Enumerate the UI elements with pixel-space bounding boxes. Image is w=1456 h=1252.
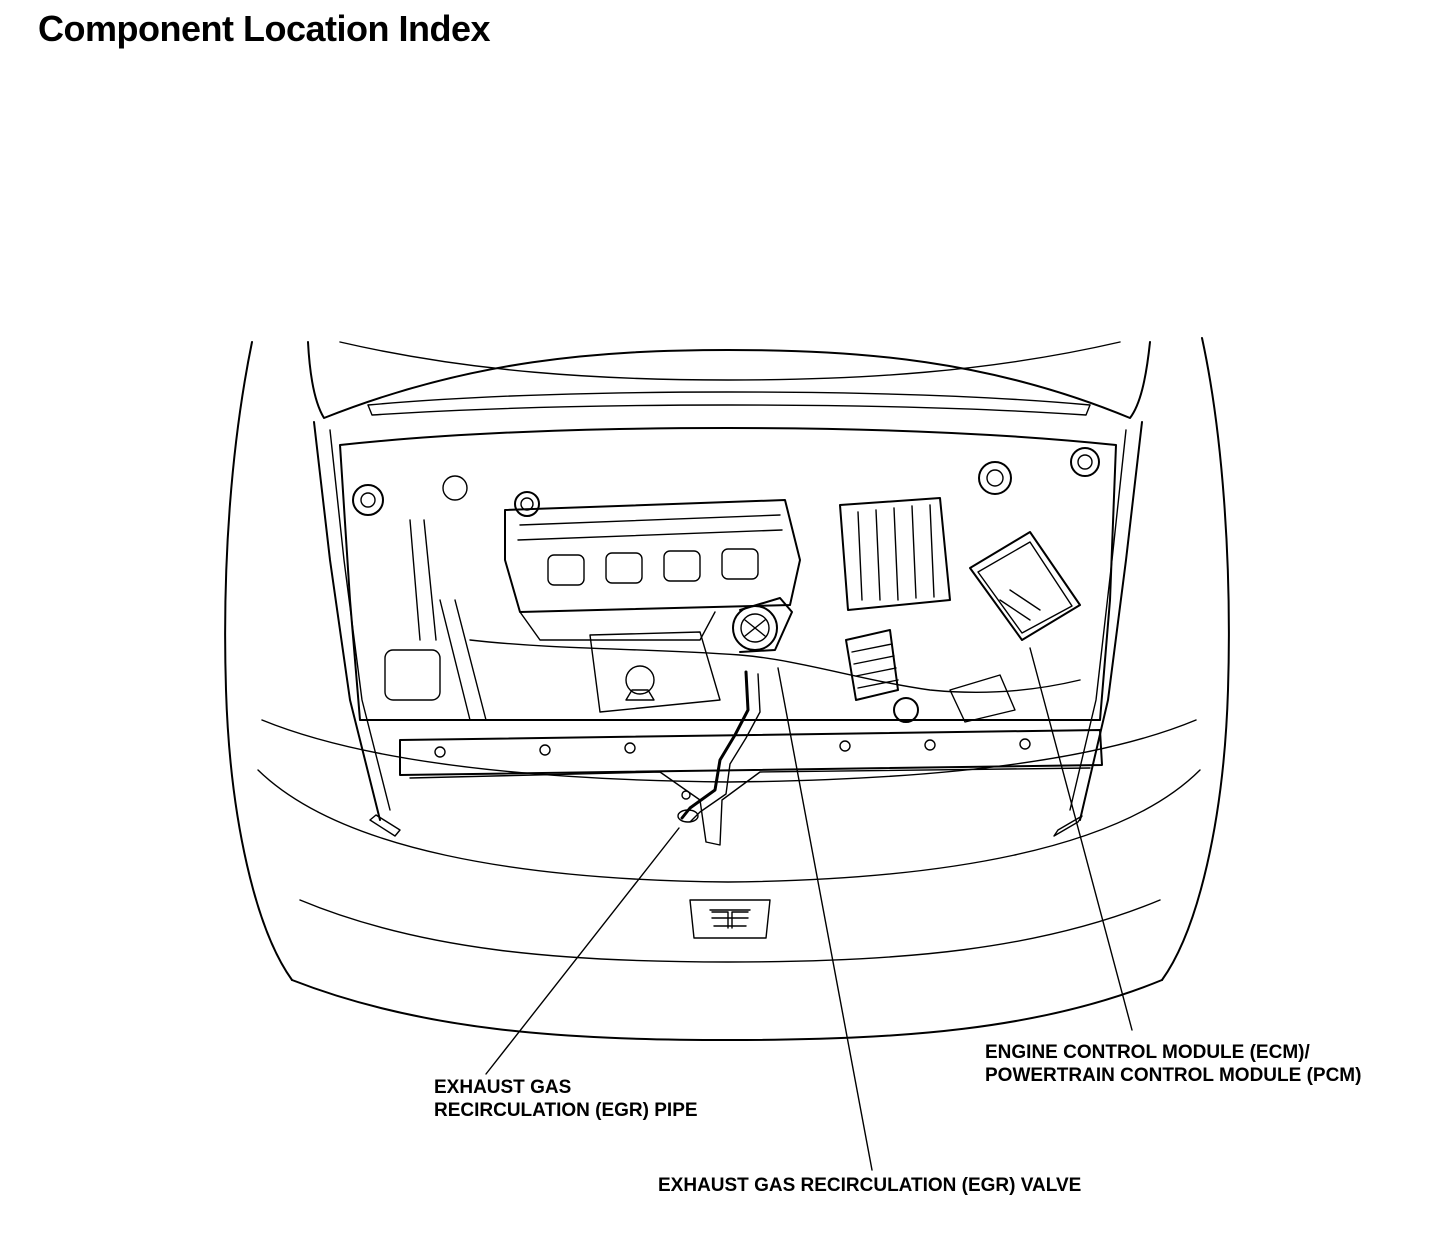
callout-egr-pipe: EXHAUST GAS RECIRCULATION (EGR) PIPE	[434, 1076, 698, 1122]
ecm-pcm-leader	[1029, 647, 1133, 1031]
honda-emblem	[711, 911, 749, 929]
wiring-harness	[469, 639, 1081, 694]
callout-egr-pipe-line1: EXHAUST GAS	[434, 1077, 572, 1098]
right-side-components	[893, 674, 1016, 723]
callout-egr-pipe-line2: RECIRCULATION (EGR) PIPE	[434, 1100, 698, 1121]
egr-valve-leader	[777, 667, 873, 1171]
egr-pipe	[677, 670, 761, 823]
page-title: Component Location Index	[38, 8, 491, 49]
front-grille	[689, 899, 771, 939]
fender-rails	[313, 421, 1143, 821]
headlight-right	[1053, 815, 1083, 837]
callout-egr-valve: EXHAUST GAS RECIRCULATION (EGR) VALVE	[658, 1174, 1081, 1197]
ecm-pcm-module	[969, 531, 1081, 641]
intake-duct	[845, 629, 899, 701]
egr-valve	[732, 597, 793, 653]
callout-ecm-pcm-line1: ENGINE CONTROL MODULE (ECM)/	[985, 1042, 1310, 1063]
air-cleaner-box	[839, 497, 951, 611]
left-side-components	[352, 475, 487, 721]
engine-lower-block	[589, 631, 721, 713]
hood-outline	[307, 341, 1151, 419]
coolant-reservoir	[1070, 447, 1100, 477]
battery	[978, 461, 1012, 495]
egr-pipe-leader	[485, 827, 680, 1075]
callout-ecm-pcm-line2: POWERTRAIN CONTROL MODULE (PCM)	[985, 1065, 1362, 1086]
radiator-support	[399, 729, 1103, 846]
cylinder-head-cover	[504, 499, 801, 641]
engine-bay-perimeter	[339, 427, 1117, 721]
oil-filler-cap	[514, 491, 540, 517]
callout-ecm-pcm: ENGINE CONTROL MODULE (ECM)/ POWERTRAIN …	[985, 1041, 1361, 1087]
car-body-outline	[224, 337, 1230, 1041]
headlight-left	[369, 814, 401, 837]
callout-egr-valve-line1: EXHAUST GAS RECIRCULATION (EGR) VALVE	[658, 1175, 1082, 1196]
